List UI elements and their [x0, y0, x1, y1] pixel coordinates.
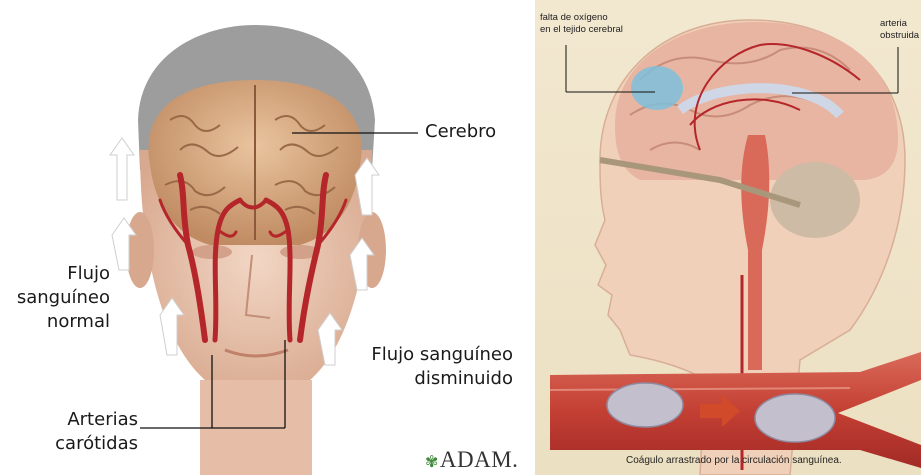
oxygen-deprived-area	[631, 66, 683, 110]
clot-blob	[607, 383, 683, 427]
label-arterias-line1: Arterias	[10, 408, 138, 432]
label-cerebro: Cerebro	[425, 120, 496, 144]
caption-coagulo: Coágulo arrastrado por la circulación sa…	[626, 455, 842, 466]
adam-logo: ✾ADAM.	[425, 447, 518, 473]
label-arteria-line2: obstruida	[880, 30, 919, 42]
label-arteria-obstruida: arteria obstruida	[880, 18, 919, 42]
label-flujo-normal-line2: sanguíneo	[0, 286, 110, 310]
label-arterias-line2: carótidas	[10, 432, 138, 456]
leaf-icon: ✾	[425, 454, 439, 471]
label-flujo-normal: Flujo sanguíneo normal	[0, 262, 110, 334]
clot-blob	[755, 394, 835, 442]
label-falta-oxigeno-line1: falta de oxígeno	[540, 12, 623, 24]
label-flujo-disminuido-line2: disminuido	[345, 367, 513, 391]
label-arterias-carotidas: Arterias carótidas	[10, 408, 138, 456]
label-flujo-normal-line1: Flujo	[0, 262, 110, 286]
label-falta-oxigeno: falta de oxígeno en el tejido cerebral	[540, 12, 623, 36]
adam-logo-text: ADAM.	[440, 447, 519, 472]
label-flujo-disminuido-line1: Flujo sanguíneo	[345, 343, 513, 367]
label-falta-oxigeno-line2: en el tejido cerebral	[540, 24, 623, 36]
label-arteria-line1: arteria	[880, 18, 919, 30]
brain-illustration	[148, 80, 361, 245]
label-flujo-disminuido: Flujo sanguíneo disminuido	[345, 343, 513, 391]
label-flujo-normal-line3: normal	[0, 310, 110, 334]
